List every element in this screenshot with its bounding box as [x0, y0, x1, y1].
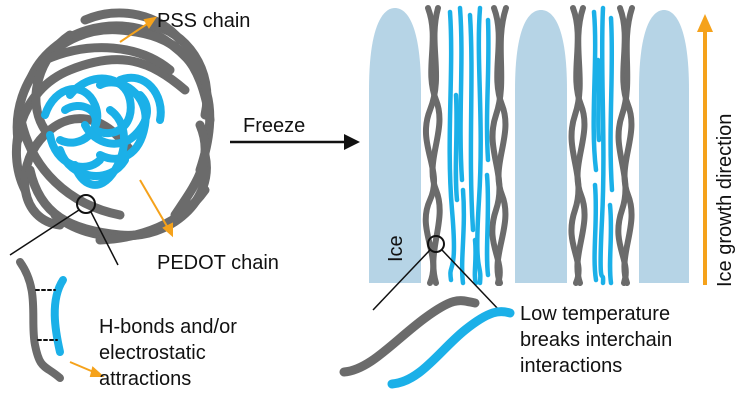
- hbonds-label-line2: electrostatic: [99, 342, 206, 364]
- pss-pedot-coil: [11, 8, 215, 245]
- zoom-line-left-a: [9, 209, 80, 256]
- ice-column-2: [515, 10, 567, 283]
- hbonds-label-line3: attractions: [99, 368, 191, 390]
- separated-pss-chain: [339, 296, 480, 377]
- ice-growth-direction-label: Ice growth direction: [714, 114, 736, 287]
- orange-pointers: [69, 16, 173, 377]
- ice-column-1: [369, 8, 421, 283]
- zoom-circle-right: [427, 235, 445, 253]
- lowtemp-label-line3: interactions: [520, 355, 622, 377]
- ice-label: Ice: [385, 235, 407, 262]
- zoom-line-right-a: [372, 249, 431, 311]
- ice-growth-arrow: [697, 14, 713, 285]
- lowtemp-label-line1: Low temperature: [520, 303, 670, 325]
- pedot-chain-label: PEDOT chain: [157, 252, 279, 274]
- detail-pss-chain: [16, 258, 64, 382]
- detail-pedot-chain: [50, 276, 67, 356]
- separated-chains-detail: [339, 296, 515, 389]
- freeze-label: Freeze: [243, 115, 305, 137]
- separated-pedot-chain: [387, 307, 515, 389]
- pss-chains: [11, 8, 215, 245]
- hbond-detail: [16, 258, 67, 382]
- pss-chain-label: PSS chain: [157, 10, 250, 32]
- lowtemp-label-line2: breaks interchain: [520, 329, 672, 351]
- ice-column-3: [639, 10, 689, 283]
- zoom-circle-left: [76, 194, 96, 214]
- hbonds-label-line1: H-bonds and/or: [99, 316, 237, 338]
- freeze-arrow: [230, 134, 360, 150]
- zoom-line-left-b: [90, 211, 119, 266]
- pedot-chains: [41, 73, 165, 189]
- ice-columns: [369, 8, 689, 283]
- zoom-line-right-b: [441, 249, 501, 312]
